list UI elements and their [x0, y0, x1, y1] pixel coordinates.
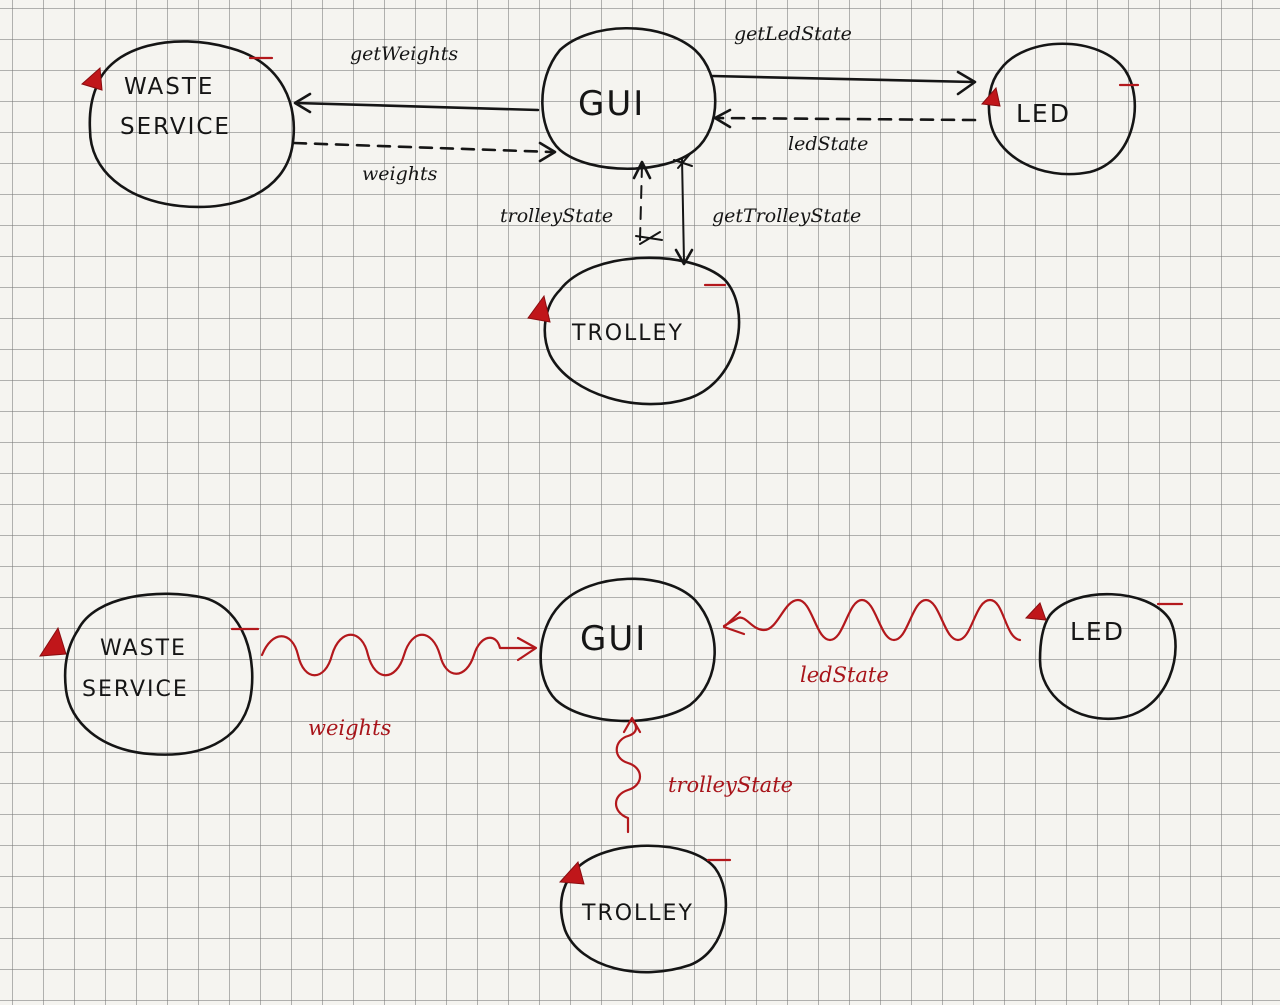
- edge-trolley-state: trolleyState: [500, 160, 663, 245]
- node-label: TROLLEY: [581, 901, 694, 926]
- node-circle: [543, 256, 741, 406]
- node-circle: [539, 577, 716, 723]
- node-led-bottom[interactable]: LED: [1024, 592, 1184, 721]
- edge-label: ledState: [788, 133, 868, 155]
- edge-get-led-state: getLedState: [710, 23, 977, 96]
- node-waste-service-bottom[interactable]: WASTE SERVICE: [39, 592, 260, 756]
- node-label: GUI: [578, 84, 645, 124]
- node-label: LED: [1070, 617, 1125, 646]
- node-actor-marker-icon: [527, 294, 551, 323]
- edge-label: trolleyState: [500, 205, 613, 227]
- node-label-line2: SERVICE: [82, 677, 189, 702]
- arrowhead-icon: [674, 248, 694, 266]
- edge-tail-mark: [635, 231, 663, 245]
- node-circle: [559, 844, 728, 974]
- edge-led-state: ledState: [713, 108, 977, 155]
- edge-label: getWeights: [350, 43, 458, 65]
- edge-label: getLedState: [734, 23, 852, 45]
- node-circle: [987, 42, 1137, 176]
- event-led-state: ledState: [722, 598, 1022, 687]
- edge-get-weights: getWeights: [293, 43, 540, 114]
- node-trolley-bottom[interactable]: TROLLEY: [558, 844, 732, 974]
- wavy-line: [260, 633, 537, 677]
- node-actor-marker-icon: [980, 86, 1001, 107]
- edge-get-trolley-state: getTrolleyState: [673, 153, 861, 266]
- edge-line: [294, 101, 540, 112]
- edge-label: weights: [308, 716, 392, 740]
- edge-line: [714, 116, 977, 122]
- node-label-line1: WASTE: [124, 74, 214, 100]
- edge-line: [292, 141, 554, 154]
- wavy-line: [722, 598, 1022, 642]
- node-label: LED: [1016, 99, 1071, 128]
- edge-label: weights: [362, 163, 438, 185]
- edge-weights: weights: [292, 141, 557, 185]
- arrowhead-icon: [632, 160, 652, 180]
- arrowhead-icon: [956, 70, 977, 96]
- arrowhead-icon: [713, 108, 732, 129]
- edge-tail-mark: [673, 153, 693, 169]
- node-actor-marker-icon: [1024, 602, 1047, 621]
- node-trolley-top[interactable]: TROLLEY: [527, 256, 741, 406]
- event-weights: weights: [260, 633, 538, 740]
- edge-label: trolleyState: [668, 773, 793, 797]
- node-actor-marker-icon: [39, 626, 67, 657]
- node-gui-bottom[interactable]: GUI: [539, 577, 716, 723]
- top-diagram: WASTE SERVICE GUI LED TROLLEY getWeights: [80, 23, 1140, 406]
- edge-line: [639, 164, 643, 241]
- arrowhead-icon: [516, 636, 538, 662]
- edge-line: [681, 157, 685, 263]
- bottom-diagram: WASTE SERVICE GUI LED TROLLEY weights: [39, 577, 1184, 974]
- node-actor-marker-icon: [558, 860, 585, 885]
- node-circle: [63, 592, 254, 756]
- node-label-line1: WASTE: [100, 636, 187, 661]
- node-gui-top[interactable]: GUI: [541, 27, 717, 170]
- node-label-line2: SERVICE: [120, 114, 231, 140]
- node-waste-service-top[interactable]: WASTE SERVICE: [80, 40, 296, 209]
- node-actor-marker-icon: [80, 66, 103, 91]
- edge-label: getTrolleyState: [712, 205, 861, 227]
- node-circle: [88, 40, 296, 209]
- node-label: TROLLEY: [571, 321, 684, 346]
- arrowhead-icon: [622, 716, 642, 734]
- edge-line: [710, 74, 976, 84]
- node-led-top[interactable]: LED: [980, 42, 1140, 176]
- arrowhead-icon: [722, 610, 746, 636]
- node-label: GUI: [580, 619, 647, 659]
- node-circle: [1038, 592, 1177, 721]
- event-trolley-state: trolleyState: [614, 716, 793, 834]
- arrowhead-icon: [538, 141, 557, 163]
- arrowhead-icon: [293, 92, 312, 114]
- wavy-line: [614, 718, 642, 834]
- edge-label: ledState: [800, 663, 889, 687]
- node-circle: [541, 27, 717, 170]
